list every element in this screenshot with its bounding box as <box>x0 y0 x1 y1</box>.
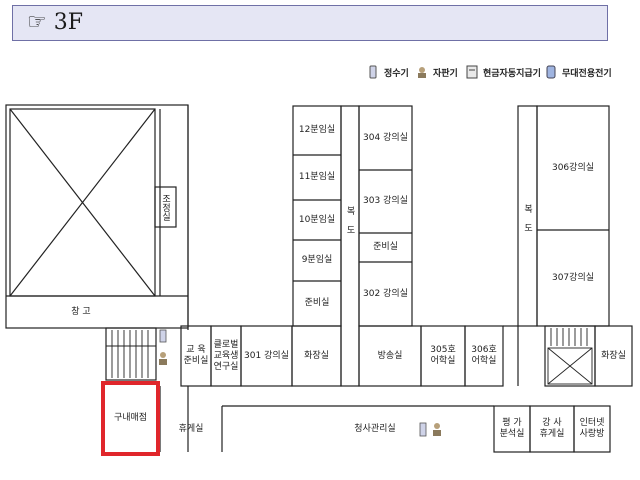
corridor-east: 복 도 <box>522 203 532 232</box>
payphone-icon <box>546 65 556 79</box>
room-eval: 평 가 분석실 <box>499 418 525 439</box>
pointing-hand-icon: ☞ <box>27 10 47 35</box>
corridor-north: 복 도 <box>344 206 355 234</box>
room-lecture-304: 304 강의실 <box>363 132 408 143</box>
legend-cash-dispenser: 현금자동지급기 <box>466 64 541 80</box>
fixtures <box>159 329 441 437</box>
water-purifier-icon <box>419 422 427 437</box>
legend-label: 정수기 <box>384 68 409 79</box>
legend-label: 무대전용전기 <box>562 68 612 79</box>
room-seminar-9: 9분임실 <box>301 255 333 265</box>
vending-machine-icon <box>418 67 426 78</box>
room-club: 클로벌 교육생 연구실 <box>213 339 239 372</box>
room-control: 조정실 <box>160 193 170 221</box>
store-highlight-box <box>101 381 160 456</box>
legend-water-purifier: 정수기 <box>367 64 409 80</box>
room-broadcast: 방송실 <box>377 350 403 361</box>
room-lecture-301: 301 강의실 <box>244 350 289 361</box>
room-seminar-10: 10분임실 <box>298 214 336 225</box>
floor-title: ☞ 3F <box>27 10 83 36</box>
room-facility-mgmt: 청사관리실 <box>354 423 396 434</box>
vending-machine-icon <box>160 352 166 358</box>
stairs-right <box>544 325 596 387</box>
room-lecture-303: 303 강의실 <box>363 196 408 206</box>
room-restroom-right: 화장실 <box>601 350 626 361</box>
water-purifier-icon <box>369 65 377 79</box>
stairs-left <box>105 327 157 381</box>
room-lang-305b: 306호 어학실 <box>471 345 497 366</box>
room-lecture-307: 307강의실 <box>551 272 595 283</box>
room-edu-prep: 교 육 준비실 <box>183 345 209 366</box>
legend-payphone: 무대전용전기 <box>545 64 612 80</box>
room-prep-left: 준비실 <box>304 298 330 308</box>
vending-machine-icon <box>434 423 440 429</box>
lang-305b-box <box>464 325 504 387</box>
control-room-box <box>154 186 177 228</box>
restroom-right-box <box>594 325 633 387</box>
water-purifier-icon <box>159 329 167 343</box>
room-restroom-left: 화장실 <box>304 350 329 361</box>
room-lounge: 휴게실 <box>178 423 204 434</box>
room-lecture-302: 302 강의실 <box>363 288 408 299</box>
floor-banner: ☞ 3F <box>12 5 608 41</box>
legend-label: 자판기 <box>433 68 458 79</box>
internet-box <box>573 405 611 453</box>
room-storage: 창 고 <box>71 306 91 317</box>
room-prep-mid: 준비실 <box>373 242 398 252</box>
legend-vending-machine: 자판기 <box>416 64 458 80</box>
cash-dispenser-icon <box>466 65 478 79</box>
room-seminar-11: 11분임실 <box>298 172 336 182</box>
legend-label: 현금자동지급기 <box>483 68 541 79</box>
room-instructor-lounge: 강 사 휴게실 <box>539 418 565 439</box>
room-seminar-12: 12분임실 <box>298 125 336 135</box>
room-lecture-306: 306강의실 <box>551 162 595 173</box>
floor-label: 3F <box>53 10 83 35</box>
room-store: 구내매점 <box>113 413 148 423</box>
room-lang-305a: 305호 어학실 <box>430 345 456 366</box>
room-internet: 인터넷 사랑방 <box>579 418 605 439</box>
